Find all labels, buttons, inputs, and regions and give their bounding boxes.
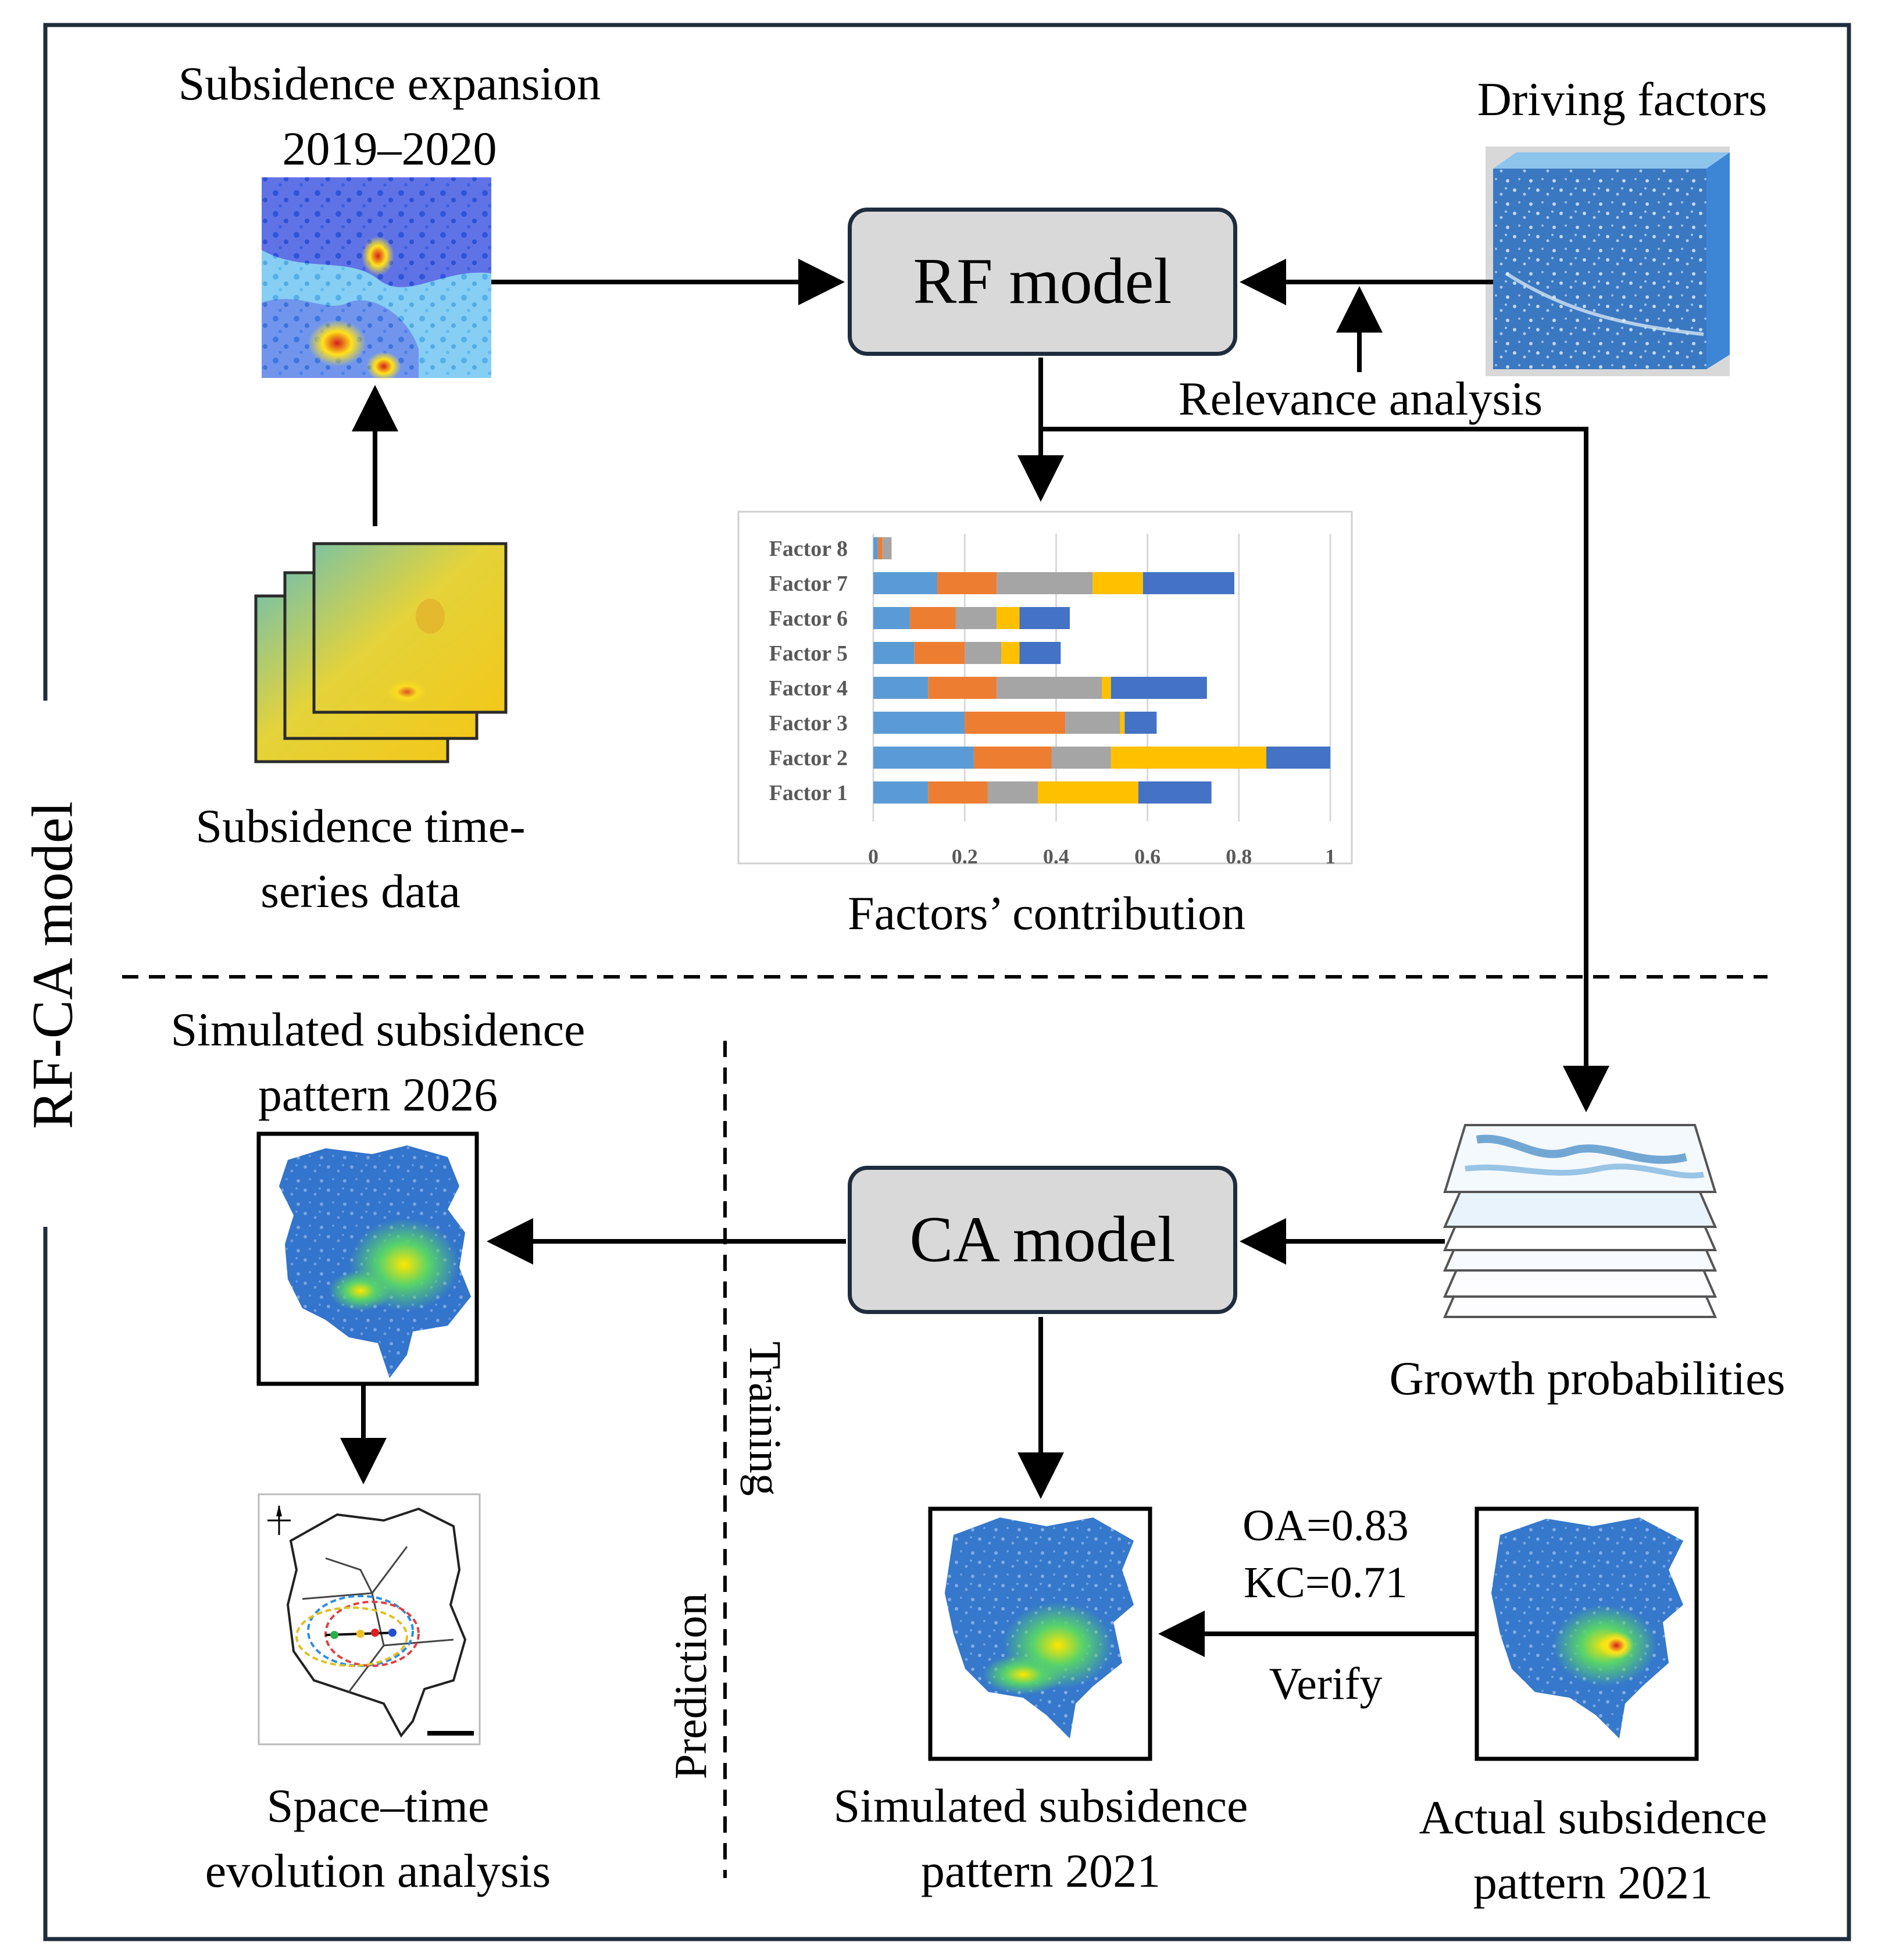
simulated-2021-line1: Simulated subsidence bbox=[833, 1779, 1248, 1832]
simulated-2021-map bbox=[928, 1506, 1152, 1761]
y-category-label: Factor 2 bbox=[769, 746, 848, 770]
space-time-line1: Space–time bbox=[266, 1779, 490, 1832]
bar-segment bbox=[997, 677, 1102, 699]
subsidence-expansion-title: Subsidence expansion 2019–2020 bbox=[99, 51, 680, 181]
actual-2021-line1: Actual subsidence bbox=[1419, 1791, 1768, 1844]
bar-segment bbox=[1111, 747, 1266, 769]
bar-segment bbox=[1142, 572, 1234, 594]
bar-segment bbox=[1138, 781, 1212, 804]
bar-segment bbox=[873, 747, 974, 769]
actual-2021-title: Actual subsidence pattern 2021 bbox=[1331, 1785, 1855, 1915]
x-tick-label: 0.8 bbox=[1226, 845, 1252, 868]
space-time-title: Space–time evolution analysis bbox=[87, 1773, 669, 1904]
subsidence-expansion-map bbox=[262, 177, 491, 381]
time-series-stack bbox=[254, 542, 508, 763]
simulated-2026-line1: Simulated subsidence bbox=[170, 1003, 585, 1056]
simulated-2026-title: Simulated subsidence pattern 2026 bbox=[87, 997, 669, 1127]
x-tick-label: 0.6 bbox=[1134, 845, 1161, 868]
x-tick-label: 0.4 bbox=[1043, 845, 1069, 868]
bar-segment bbox=[965, 642, 1002, 664]
bar-segment bbox=[873, 607, 910, 629]
bar-segment bbox=[928, 781, 988, 804]
space-time-map bbox=[258, 1493, 481, 1745]
time-series-title: Subsidence time- series data bbox=[99, 794, 622, 924]
driving-factors-cube bbox=[1486, 147, 1730, 376]
training-label: Training bbox=[740, 1341, 791, 1496]
bar-segment bbox=[914, 642, 965, 664]
kc-value: KC=0.71 bbox=[1244, 1558, 1408, 1607]
frame-title: RF-CA model bbox=[20, 801, 85, 1129]
actual-2021-line2: pattern 2021 bbox=[1473, 1856, 1713, 1909]
bar-segment bbox=[1019, 642, 1061, 664]
growth-probabilities-title: Growth probabilities bbox=[1389, 1352, 1786, 1405]
growth-probability-stack bbox=[1443, 1124, 1718, 1318]
arrows bbox=[340, 259, 1609, 1657]
time-series-line2: series data bbox=[260, 865, 460, 917]
bar-segment bbox=[909, 607, 956, 629]
bar-segment bbox=[997, 572, 1093, 594]
simulated-2026-map bbox=[256, 1131, 479, 1386]
bar-segment bbox=[987, 781, 1038, 804]
rf-model-label: RF model bbox=[913, 245, 1172, 317]
bar-segment bbox=[1266, 747, 1330, 769]
x-tick-label: 1 bbox=[1325, 845, 1336, 868]
bar-segment bbox=[873, 537, 878, 559]
actual-2021-map bbox=[1474, 1506, 1699, 1761]
ca-model-label: CA model bbox=[909, 1204, 1176, 1276]
factors-contribution-title: Factors’ contribution bbox=[848, 887, 1245, 940]
y-category-label: Factor 5 bbox=[769, 641, 848, 666]
bar-segment bbox=[1001, 642, 1020, 664]
prediction-label: Prediction bbox=[665, 1593, 716, 1780]
bar-segment bbox=[877, 537, 883, 559]
bar-segment bbox=[1120, 712, 1125, 734]
bar-segment bbox=[1037, 781, 1138, 804]
bar-segment bbox=[973, 747, 1052, 769]
accuracy-metrics: OA=0.83 KC=0.71 bbox=[1180, 1497, 1471, 1611]
bar-segment bbox=[1124, 712, 1157, 734]
y-category-label: Factor 4 bbox=[769, 676, 848, 701]
x-tick-label: 0.2 bbox=[952, 845, 978, 868]
factors-chart: Factor 1 Factor 2 Factor 3 Factor 4 Factor 5… bbox=[737, 510, 1353, 868]
y-category-label: Factor 3 bbox=[769, 711, 848, 736]
relevance-analysis-label: Relevance analysis bbox=[1178, 372, 1543, 425]
simulated-2021-line2: pattern 2021 bbox=[920, 1844, 1161, 1897]
y-category-label: Factor 1 bbox=[769, 781, 848, 805]
bar-segment bbox=[873, 677, 929, 699]
y-category-label: Factor 6 bbox=[769, 606, 848, 631]
time-series-line1: Subsidence time- bbox=[195, 799, 526, 852]
bar-segment bbox=[928, 677, 997, 699]
bar-segment bbox=[882, 537, 892, 559]
bar-segment bbox=[873, 781, 929, 804]
bar-segment bbox=[1051, 747, 1111, 769]
driving-factors-title: Driving factors bbox=[1477, 73, 1768, 126]
subsidence-expansion-line1: Subsidence expansion bbox=[178, 57, 601, 110]
oa-value: OA=0.83 bbox=[1243, 1501, 1409, 1550]
space-time-line2: evolution analysis bbox=[205, 1844, 551, 1897]
outer-frame bbox=[43, 23, 1851, 1941]
y-category-label: Factor 8 bbox=[769, 537, 848, 561]
bar-segment bbox=[955, 607, 997, 629]
simulated-2021-title: Simulated subsidence pattern 2021 bbox=[750, 1773, 1331, 1904]
bar-segment bbox=[1102, 677, 1111, 699]
bar-segment bbox=[873, 712, 965, 734]
bar-segment bbox=[873, 572, 938, 594]
y-category-label: Factor 7 bbox=[769, 572, 848, 596]
bar-segment bbox=[1065, 712, 1120, 734]
bar-segment bbox=[965, 712, 1066, 734]
bar-segment bbox=[1111, 677, 1207, 699]
simulated-2026-line2: pattern 2026 bbox=[258, 1068, 498, 1121]
rf-model-box[interactable]: RF model bbox=[848, 208, 1237, 356]
ca-model-box[interactable]: CA model bbox=[848, 1166, 1237, 1314]
bar-segment bbox=[1092, 572, 1143, 594]
bar-segment bbox=[937, 572, 997, 594]
verify-label: Verify bbox=[1269, 1658, 1383, 1709]
bar-segment bbox=[1019, 607, 1070, 629]
subsidence-expansion-line2: 2019–2020 bbox=[282, 122, 497, 175]
arrow-rf-to-growth bbox=[1041, 427, 1609, 1112]
bar-segment bbox=[873, 642, 915, 664]
bar-segment bbox=[997, 607, 1020, 629]
x-tick-label: 0 bbox=[868, 845, 879, 868]
